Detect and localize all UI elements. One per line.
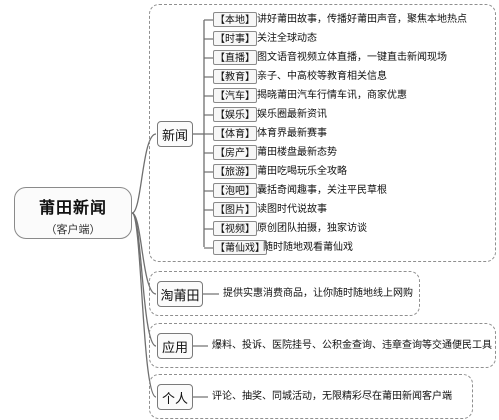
news-item-text: 读图时代说故事 <box>257 204 327 215</box>
news-item-tag: 【泡吧】 <box>213 183 257 198</box>
news-item-text: 图文语音视频立体直播，一键直击新闻现场 <box>257 52 447 63</box>
news-item-tag: 【时事】 <box>213 31 257 46</box>
news-item-tag: 【图片】 <box>213 202 257 217</box>
news-item-text: 亲子、中高校等教育相关信息 <box>257 71 387 82</box>
news-item-text: 莆田楼盘最新态势 <box>257 147 337 158</box>
news-item-tag: 【莆仙戏】 <box>213 240 267 255</box>
news-item-tag: 【直播】 <box>213 50 257 65</box>
apps-node: 应用 <box>157 333 193 359</box>
news-item-text: 体育界最新赛事 <box>257 128 327 139</box>
news-group <box>149 4 496 262</box>
news-node: 新闻 <box>157 121 193 147</box>
news-item-tag: 【娱乐】 <box>213 107 257 122</box>
news-item-text: 原创团队拍摄，独家访谈 <box>257 223 367 234</box>
news-item-text: 随时随地观看莆仙戏 <box>263 242 353 253</box>
news-item-tag: 【本地】 <box>213 12 257 27</box>
apps-group <box>149 323 496 368</box>
news-item-tag: 【汽车】 <box>213 88 257 103</box>
root-title: 莆田新闻 <box>38 198 107 217</box>
news-item-text: 揭晓莆田汽车行情车讯，商家优惠 <box>257 90 407 101</box>
root-node: 莆田新闻 （客户端） <box>14 187 132 239</box>
news-item-tag: 【教育】 <box>213 69 257 84</box>
news-item-tag: 【房产】 <box>213 145 257 160</box>
personal-text: 评论、抽奖、同城活动，无限精彩尽在莆田新闻客户端 <box>212 391 452 402</box>
taoputian-text: 提供实惠消费商品，让你随时随地线上网购 <box>223 288 413 299</box>
personal-node: 个人 <box>157 384 193 410</box>
root-subtitle: （客户端） <box>45 223 101 236</box>
news-item-text: 娱乐圈最新资讯 <box>257 109 327 120</box>
news-item-tag: 【体育】 <box>213 126 257 141</box>
apps-text: 爆料、投诉、医院挂号、公积金查询、违章查询等交通便民工具 <box>212 340 492 351</box>
news-item-tag: 【视频】 <box>213 221 257 236</box>
news-item-text: 莆田吃喝玩乐全攻略 <box>257 166 347 177</box>
news-item-text: 囊括奇闻趣事，关注平民草根 <box>257 185 387 196</box>
news-item-text: 讲好莆田故事，传播好莆田声音，聚焦本地热点 <box>257 14 467 25</box>
personal-group <box>149 374 473 419</box>
news-item-tag: 【旅游】 <box>213 164 257 179</box>
taoputian-node: 淘莆田 <box>157 281 203 307</box>
news-item-text: 关注全球动态 <box>257 33 317 44</box>
taoputian-group <box>149 271 420 316</box>
